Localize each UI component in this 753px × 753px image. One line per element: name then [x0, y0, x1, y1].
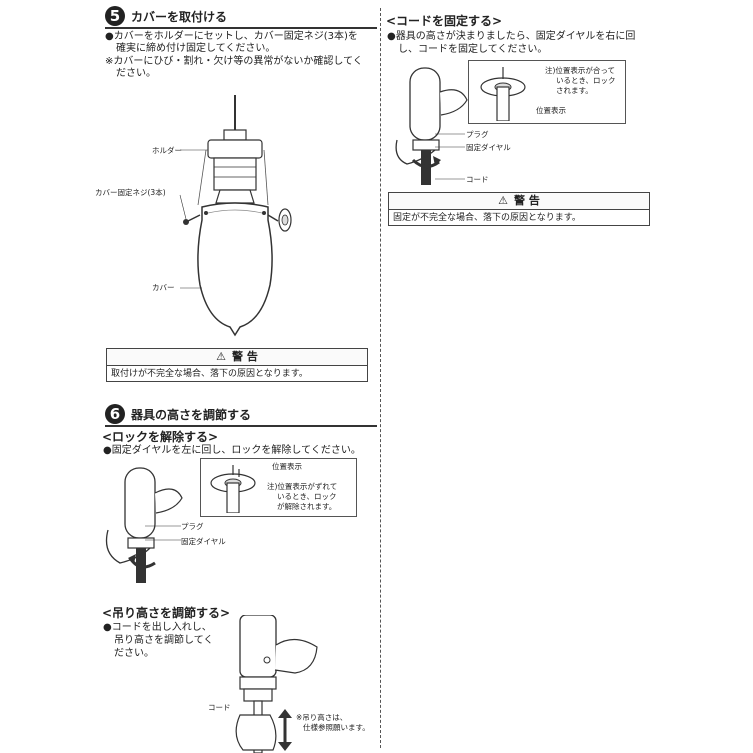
section-5-number: 5: [105, 6, 125, 26]
sec5-instruction-1b: 確実に締め付け固定してください。: [116, 43, 276, 54]
cover-screw-label: カバー固定ネジ(3本): [95, 188, 166, 197]
lock-note-3: されます。: [556, 86, 593, 95]
lock-note-2: いるとき、ロック: [556, 76, 616, 85]
unlock-note-3: が解除されます。: [277, 502, 337, 511]
lock-plug-label: プラグ: [466, 130, 489, 139]
sec5-warning-title: 警 告: [232, 350, 258, 363]
lock-detail-box: [468, 60, 626, 124]
height-instruction-3: ださい。: [114, 648, 154, 659]
lamp-cover-illustration: [179, 95, 292, 337]
fix-instruction-2: し、コードを固定してください。: [398, 44, 548, 55]
section-6-number: 6: [105, 404, 125, 424]
unlock-subtitle: <ロックを解除する>: [102, 430, 219, 444]
screw-left: [183, 214, 201, 225]
dial-locked-detail: [480, 67, 526, 121]
unlock-hand-illustration: [105, 467, 183, 583]
height-instruction-2: 吊り高さを調節してく: [114, 635, 214, 646]
unlock-note-2: いるとき、ロック: [277, 492, 337, 501]
height-adjust-illustration: [235, 615, 318, 753]
fix-instruction-1: ●器具の高さが決まりましたら、固定ダイヤルを右に回: [387, 31, 636, 42]
lock-hand-illustration: [395, 67, 468, 185]
unlock-detail-box: [200, 458, 357, 517]
fix-warning-box: ⚠ 警 告 固定が不完全な場合、落下の原因となります。: [388, 192, 650, 226]
sec5-note-b: ださい。: [116, 68, 156, 79]
up-down-arrow-icon: [278, 709, 292, 751]
sec5-warning-box: ⚠ 警 告 取付けが不完全な場合、落下の原因となります。: [106, 348, 368, 382]
section-6-title: 器具の高さを調節する: [131, 407, 252, 422]
holder-label: ホルダー: [152, 146, 182, 155]
section-5-title: カバーを取付ける: [131, 9, 228, 24]
lock-position-label: 位置表示: [536, 106, 566, 115]
unlock-note-1: 注)位置表示がずれて: [267, 482, 338, 491]
column-divider: [380, 8, 381, 748]
fix-warning-text: 固定が不完全な場合、落下の原因となります。: [393, 213, 581, 223]
fix-cord-subtitle: <コードを固定する>: [386, 14, 503, 28]
section-5-header: 5 カバーを取付ける: [105, 5, 377, 29]
sec5-instruction-1: ●カバーをホルダーにセットし、カバー固定ネジ(3本)を: [105, 31, 358, 42]
lock-leader-lines: [435, 133, 465, 180]
fixing-dial-label: 固定ダイヤル: [181, 537, 226, 546]
fix-warning-header: ⚠ 警 告: [389, 193, 649, 210]
cover-label: カバー: [152, 283, 175, 292]
lock-note-1: 注)位置表示が合って: [545, 66, 616, 75]
warning-icon: ⚠: [498, 194, 509, 207]
unlock-instruction: ●固定ダイヤルを左に回し、ロックを解除してください。: [103, 445, 361, 456]
height-note-2: 仕様参照願います。: [303, 723, 370, 732]
height-instruction-1: ●コードを出し入れし、: [103, 622, 212, 633]
fix-warning-title: 警 告: [514, 194, 540, 207]
sec5-warning-header: ⚠ 警 告: [107, 349, 367, 366]
unlock-leader-lines: [145, 525, 181, 541]
cord-label: コード: [208, 703, 231, 712]
section-6-header: 6 器具の高さを調節する: [105, 403, 377, 427]
dial-detail: [210, 465, 256, 513]
height-note-1: ※吊り高さは、: [296, 713, 348, 722]
plug-label: プラグ: [181, 522, 204, 531]
position-mark-label: 位置表示: [272, 462, 302, 471]
lock-dial-label: 固定ダイヤル: [466, 143, 511, 152]
warning-icon: ⚠: [216, 350, 227, 363]
sec5-note: ※カバーにひび・割れ・欠け等の異常がないか確認してく: [105, 56, 363, 67]
screw-right: [267, 208, 292, 232]
sec5-warning-text: 取付けが不完全な場合、落下の原因となります。: [111, 369, 308, 379]
height-subtitle: <吊り高さを調節する>: [102, 606, 231, 620]
lock-cord-label: コード: [466, 175, 489, 184]
